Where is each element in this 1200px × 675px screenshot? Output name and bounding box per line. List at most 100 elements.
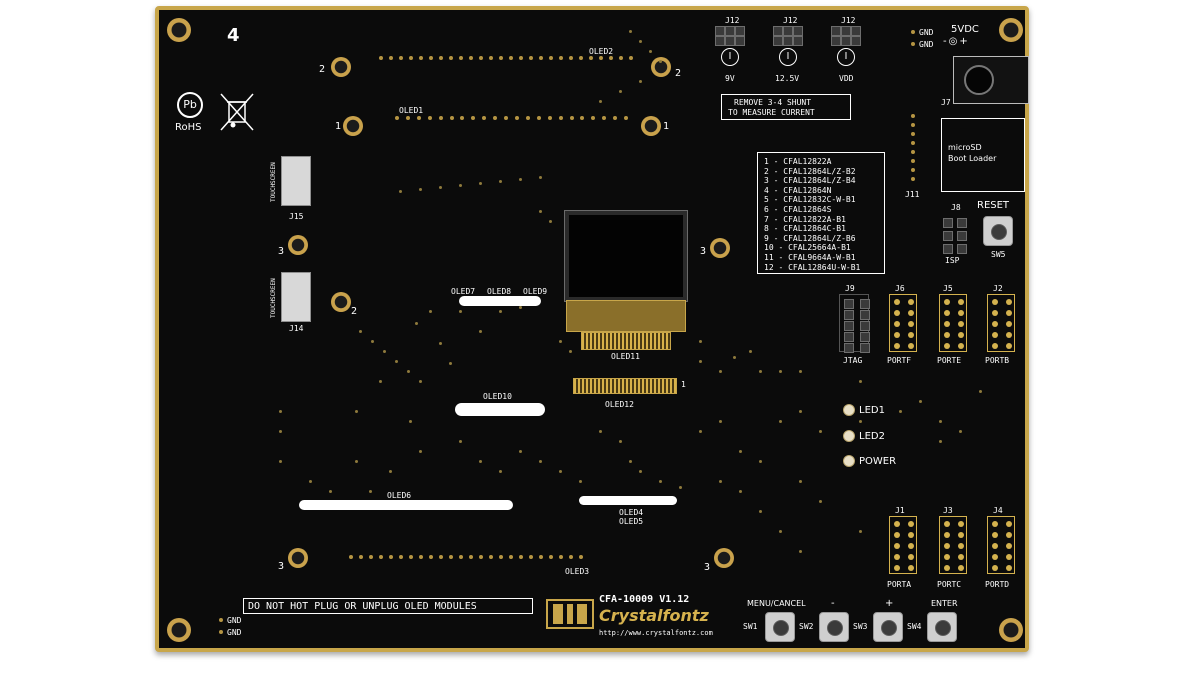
via bbox=[979, 390, 982, 393]
header-pin bbox=[1006, 299, 1012, 305]
minus-button[interactable] bbox=[819, 612, 849, 642]
menu-cancel-button[interactable] bbox=[765, 612, 795, 642]
gnd-pad bbox=[219, 630, 223, 634]
porta-header[interactable] bbox=[889, 516, 917, 574]
enter-button[interactable] bbox=[927, 612, 957, 642]
solder-pad bbox=[549, 555, 553, 559]
via bbox=[499, 180, 502, 183]
via bbox=[639, 80, 642, 83]
header-pin bbox=[894, 543, 900, 549]
header-pin bbox=[894, 310, 900, 316]
solder-pad bbox=[389, 56, 393, 60]
via bbox=[919, 400, 922, 403]
jumper-pin bbox=[783, 36, 793, 46]
solder-pad bbox=[471, 116, 476, 120]
header-pin bbox=[908, 332, 914, 338]
porte-label: PORTE bbox=[937, 356, 962, 365]
model-list-item: 12 - CFAL12864U-W-B1 bbox=[764, 262, 861, 272]
jtag-header[interactable] bbox=[839, 294, 870, 353]
portf-header[interactable] bbox=[889, 294, 917, 352]
via bbox=[699, 430, 702, 433]
header-pin bbox=[894, 343, 900, 349]
header-pin bbox=[944, 565, 950, 571]
reset-button[interactable] bbox=[983, 216, 1013, 246]
solder-pad bbox=[504, 116, 509, 120]
portc-header[interactable] bbox=[939, 516, 967, 574]
via bbox=[359, 330, 362, 333]
jumper-pin bbox=[735, 26, 745, 36]
hole-label-3: 3 bbox=[704, 562, 711, 573]
via bbox=[409, 420, 412, 423]
jumper-12v5[interactable] bbox=[773, 26, 803, 46]
solder-pad bbox=[911, 141, 915, 145]
via bbox=[719, 420, 722, 423]
oled8-label: OLED8 bbox=[487, 287, 512, 296]
model-list-item: 4 - CFAL12864N bbox=[764, 185, 832, 195]
oled-screen bbox=[569, 215, 683, 297]
solder-pad bbox=[579, 555, 583, 559]
touchscreen-connector-j14[interactable] bbox=[281, 272, 311, 322]
solder-pad bbox=[589, 56, 593, 60]
portb-header[interactable] bbox=[987, 294, 1015, 352]
solder-pad bbox=[580, 116, 585, 120]
oled9-label: OLED9 bbox=[523, 287, 548, 296]
plus-button[interactable] bbox=[873, 612, 903, 642]
header-pin bbox=[860, 332, 870, 342]
header-pin bbox=[844, 332, 854, 342]
oled11-label: OLED11 bbox=[611, 352, 640, 361]
via bbox=[439, 342, 442, 345]
via bbox=[539, 460, 542, 463]
via bbox=[569, 350, 572, 353]
oled6-slot bbox=[299, 500, 513, 510]
dc-power-jack[interactable] bbox=[953, 56, 1029, 104]
solder-pad bbox=[459, 56, 463, 60]
header-pin bbox=[992, 554, 998, 560]
touchscreen-connector-j15[interactable] bbox=[281, 156, 311, 206]
header-pin bbox=[894, 521, 900, 527]
portc-label: PORTC bbox=[937, 580, 962, 589]
portd-header[interactable] bbox=[987, 516, 1015, 574]
via bbox=[799, 480, 802, 483]
via bbox=[419, 380, 422, 383]
solder-pad bbox=[609, 56, 613, 60]
header-pin bbox=[992, 299, 998, 305]
mounting-hole bbox=[288, 235, 308, 255]
jumper-9v[interactable] bbox=[715, 26, 745, 46]
warning-box: DO NOT HOT PLUG OR UNPLUG OLED MODULES bbox=[243, 598, 533, 614]
j2-label: J2 bbox=[993, 284, 1003, 293]
oled12-connector bbox=[573, 378, 677, 394]
via bbox=[959, 430, 962, 433]
sw4-label: SW4 bbox=[907, 622, 922, 631]
url-label: http://www.crystalfontz.com bbox=[599, 629, 713, 637]
gnd-label: GND bbox=[227, 628, 242, 637]
corner-number: 4 bbox=[227, 25, 240, 46]
jumper-pin bbox=[793, 36, 803, 46]
via bbox=[859, 420, 862, 423]
oled-flex-cable bbox=[566, 300, 686, 332]
isp-header[interactable] bbox=[939, 214, 967, 254]
via bbox=[519, 178, 522, 181]
led2-label: LED2 bbox=[859, 431, 885, 442]
header-pin bbox=[943, 231, 953, 241]
model-list-item: 2 - CFAL12864L/Z-B2 bbox=[764, 166, 856, 176]
header-pin bbox=[958, 554, 964, 560]
jumper-pin bbox=[725, 36, 735, 46]
header-pin bbox=[992, 543, 998, 549]
sw3-label: SW3 bbox=[853, 622, 868, 631]
solder-pad bbox=[619, 56, 623, 60]
solder-pad bbox=[509, 56, 513, 60]
jumper-vdd[interactable] bbox=[831, 26, 861, 46]
solder-pad bbox=[539, 555, 543, 559]
oled10-slot bbox=[455, 403, 545, 416]
via bbox=[719, 480, 722, 483]
oled3-pad-row bbox=[349, 555, 589, 561]
via bbox=[355, 410, 358, 413]
solder-pad bbox=[536, 116, 541, 120]
porte-header[interactable] bbox=[939, 294, 967, 352]
header-pin bbox=[958, 343, 964, 349]
via bbox=[439, 186, 442, 189]
model-list-item: 10 - CFAL25664A-B1 bbox=[764, 243, 851, 253]
via bbox=[629, 30, 632, 33]
header-pin bbox=[894, 299, 900, 305]
header-pin bbox=[1006, 565, 1012, 571]
